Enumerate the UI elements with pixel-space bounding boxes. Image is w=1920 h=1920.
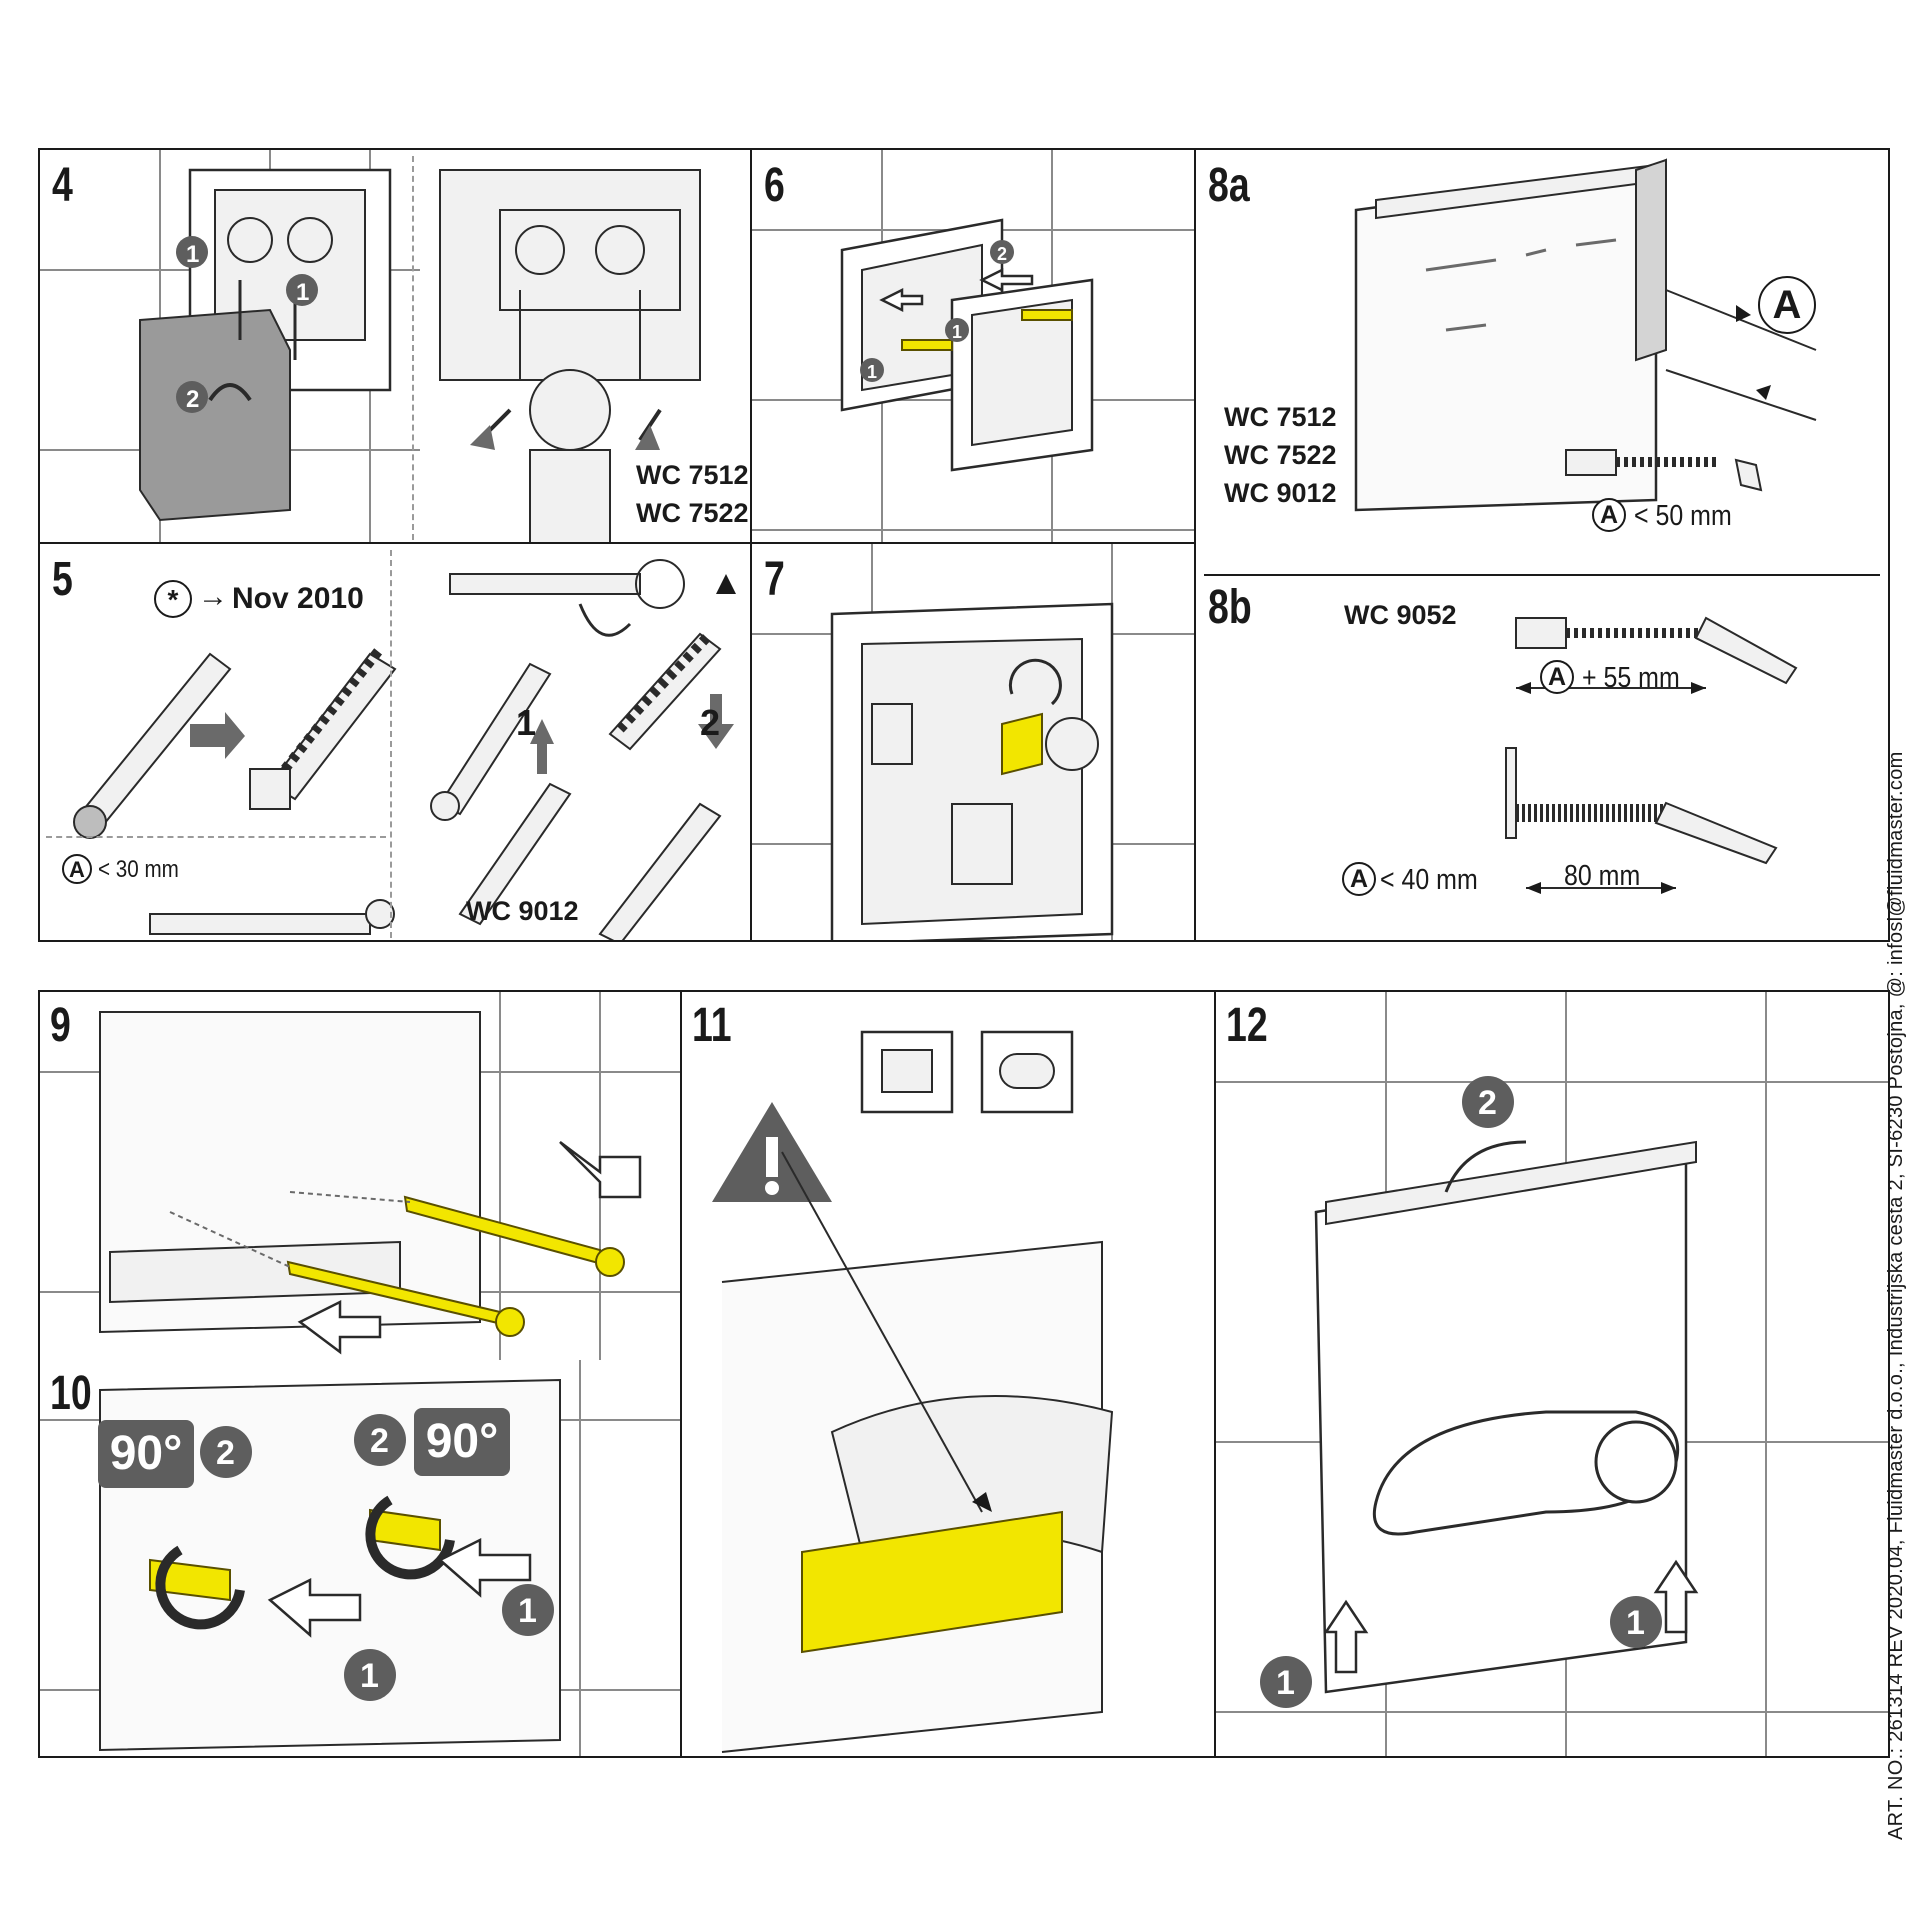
step-5-panel: 5 * → Nov 2010 A < 30 mm 1 2 WC 9012 bbox=[38, 542, 752, 942]
step-10-panel: 1 1 2 2 10 90° 90° bbox=[38, 1360, 682, 1758]
panel-divider bbox=[412, 156, 414, 540]
dimension-a-text: A bbox=[1599, 501, 1619, 529]
dimension-value: < 30 mm bbox=[98, 856, 179, 883]
badge-2-text: 2 bbox=[186, 386, 199, 413]
dimension-a-icon: A bbox=[1342, 862, 1376, 896]
badge-1-text: 1 bbox=[1276, 1664, 1295, 1702]
dimension-a-icon: A bbox=[1758, 276, 1816, 334]
badge-1-icon bbox=[176, 236, 208, 268]
model-label: WC 7512 bbox=[1224, 402, 1337, 432]
step-7-panel: 7 bbox=[750, 542, 1196, 942]
up-number: 1 bbox=[516, 702, 537, 743]
dimension-a-text: A bbox=[1547, 663, 1567, 691]
rotation-90-tag: 90° bbox=[414, 1408, 510, 1476]
step-8b-panel: 8b WC 9052 A + 55 mm A < 40 mm 80 mm bbox=[1194, 578, 1890, 942]
panel-divider bbox=[1204, 574, 1880, 576]
step-6-illustration: 1 1 2 bbox=[752, 150, 1194, 542]
step-number: 9 bbox=[50, 999, 71, 1052]
model-label: WC 7522 bbox=[1224, 440, 1337, 470]
step-7-illustration bbox=[752, 544, 1194, 940]
dimension-a-icon: A bbox=[62, 854, 92, 884]
dimension-a-icon: A bbox=[1592, 498, 1626, 532]
step-number: 4 bbox=[52, 159, 73, 212]
step-8b-illustration bbox=[1505, 616, 1798, 894]
step-number: 5 bbox=[52, 553, 73, 606]
model-label: WC 7512 bbox=[636, 460, 749, 490]
step-number: 8a bbox=[1208, 159, 1250, 212]
step-number: 10 bbox=[50, 1367, 92, 1420]
panel-divider bbox=[46, 836, 386, 838]
dimension-a-text: A bbox=[1349, 865, 1369, 893]
badge-1-text: 1 bbox=[186, 241, 199, 268]
step-number: 8b bbox=[1208, 581, 1252, 634]
step-6-panel: 1 1 2 6 bbox=[750, 148, 1196, 544]
step-4-illustration: 1 1 2 bbox=[40, 150, 701, 542]
badge-1-text: 1 bbox=[360, 1657, 379, 1695]
asterisk-text: * bbox=[167, 584, 179, 615]
dimension-value: 80 mm bbox=[1564, 860, 1641, 892]
step-number: 11 bbox=[692, 999, 732, 1052]
dimension-value: + 55 mm bbox=[1582, 662, 1680, 694]
badge-1-text: 1 bbox=[296, 279, 309, 306]
step-number: 6 bbox=[764, 159, 785, 212]
panel-divider bbox=[390, 550, 392, 938]
dimension-value: < 40 mm bbox=[1380, 864, 1478, 896]
step-9-panel: 9 bbox=[38, 990, 682, 1362]
badge-2-text: 2 bbox=[216, 1434, 235, 1472]
model-label: WC 9012 bbox=[1224, 478, 1337, 508]
badge-1-text: 1 bbox=[952, 322, 962, 342]
badge-1-icon bbox=[286, 274, 318, 306]
badge-1-text: 1 bbox=[518, 1592, 537, 1630]
step-11-panel: 11 bbox=[680, 990, 1216, 1758]
model-label: WC 9052 bbox=[1344, 600, 1457, 630]
arrow-right-icon: → bbox=[198, 580, 228, 613]
step-8a-illustration bbox=[1354, 158, 1817, 512]
asterisk-icon: * bbox=[154, 580, 192, 618]
badge-1-text: 1 bbox=[1626, 1604, 1645, 1642]
step-5-illustration bbox=[73, 559, 736, 940]
dimension-a-text: A bbox=[69, 857, 85, 882]
step-8a-panel: 8a A WC 7512 WC 7522 WC 9012 A < 50 mm bbox=[1194, 148, 1890, 580]
model-label: WC 9012 bbox=[466, 896, 579, 926]
badge-1-text: 1 bbox=[867, 362, 877, 382]
dimension-a-text: A bbox=[1772, 283, 1802, 327]
badge-2-text: 2 bbox=[997, 244, 1007, 264]
step-number: 12 bbox=[1226, 999, 1268, 1052]
dimension-value: < 50 mm bbox=[1634, 500, 1732, 532]
step-9-illustration bbox=[40, 992, 680, 1360]
step-number: 7 bbox=[764, 553, 785, 606]
step-12-panel: 1 1 2 12 bbox=[1214, 990, 1890, 1758]
down-number: 2 bbox=[700, 702, 721, 743]
badge-2-text: 2 bbox=[370, 1422, 389, 1460]
step-12-illustration: 1 1 2 bbox=[1216, 992, 1888, 1756]
step-11-illustration bbox=[712, 1030, 1114, 1753]
article-footer-text: ART. NO.: 261314 REV 2020.04, Fluidmaste… bbox=[1885, 751, 1907, 1840]
date-label: Nov 2010 bbox=[232, 582, 364, 615]
badge-2-icon bbox=[176, 381, 208, 413]
dimension-a-icon: A bbox=[1540, 660, 1574, 694]
model-label: WC 7522 bbox=[636, 498, 749, 528]
rotation-90-tag: 90° bbox=[98, 1420, 194, 1488]
badge-2-text: 2 bbox=[1478, 1084, 1497, 1122]
step-4-panel: 1 1 2 4 WC 7512 WC 7522 bbox=[38, 148, 752, 544]
